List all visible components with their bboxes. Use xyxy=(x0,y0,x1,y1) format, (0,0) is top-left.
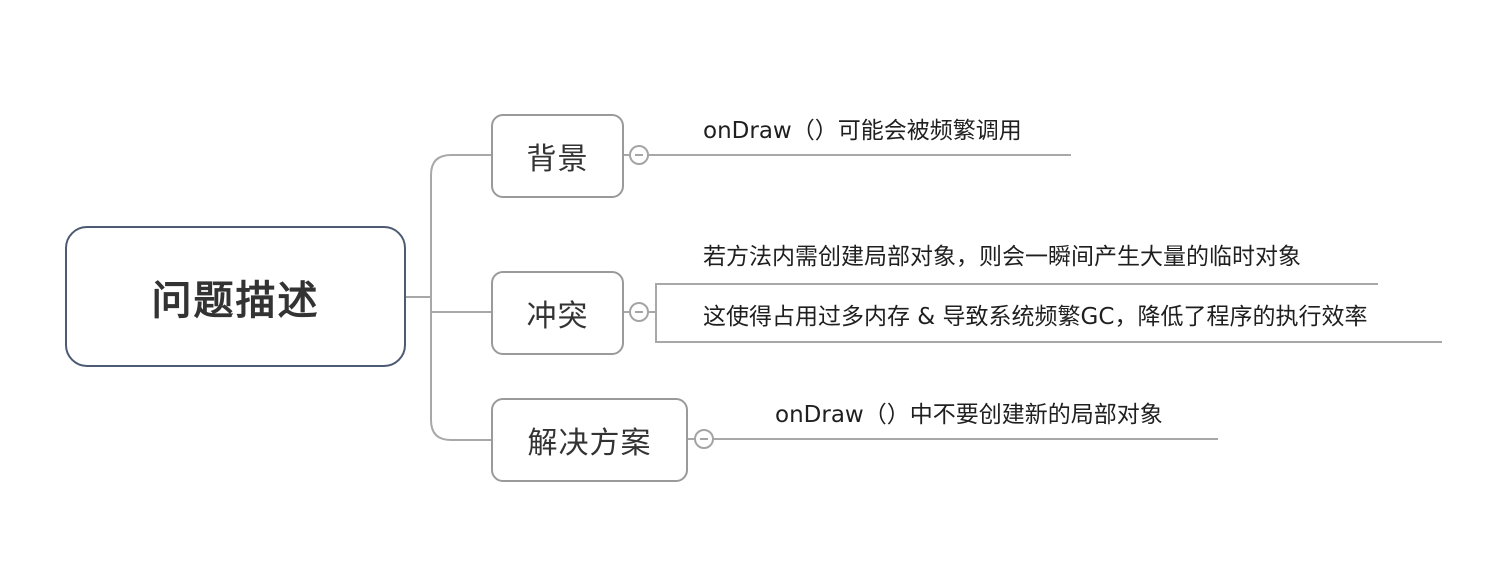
branch-label: 背景 xyxy=(526,142,589,177)
collapse-toggle-icon[interactable] xyxy=(694,429,714,449)
root-label: 问题描述 xyxy=(151,277,320,324)
leaf-connector-conflict-2 xyxy=(655,312,1442,343)
leaf-background-1[interactable]: onDraw（）可能会被频繁调用 xyxy=(703,118,1022,144)
leaf-conflict-1[interactable]: 若方法内需创建局部对象，则会一瞬间产生大量的临时对象 xyxy=(703,244,1301,270)
branch-node-conflict[interactable]: 冲突 xyxy=(491,271,624,355)
branch-connector-conflict xyxy=(430,297,491,313)
collapse-toggle-icon[interactable] xyxy=(629,145,649,165)
branch-node-solution[interactable]: 解决方案 xyxy=(491,398,688,482)
branch-connector-solution xyxy=(430,297,491,441)
root-node[interactable]: 问题描述 xyxy=(65,226,406,367)
collapse-toggle-icon[interactable] xyxy=(629,302,649,322)
branch-connector-background xyxy=(430,154,491,297)
branch-label: 解决方案 xyxy=(527,426,652,461)
branch-label: 冲突 xyxy=(526,299,589,334)
leaf-solution-1[interactable]: onDraw（）中不要创建新的局部对象 xyxy=(775,402,1163,428)
leaf-conflict-2[interactable]: 这使得占用过多内存 & 导致系统频繁GC，降低了程序的执行效率 xyxy=(703,304,1368,330)
branch-node-background[interactable]: 背景 xyxy=(491,114,624,198)
